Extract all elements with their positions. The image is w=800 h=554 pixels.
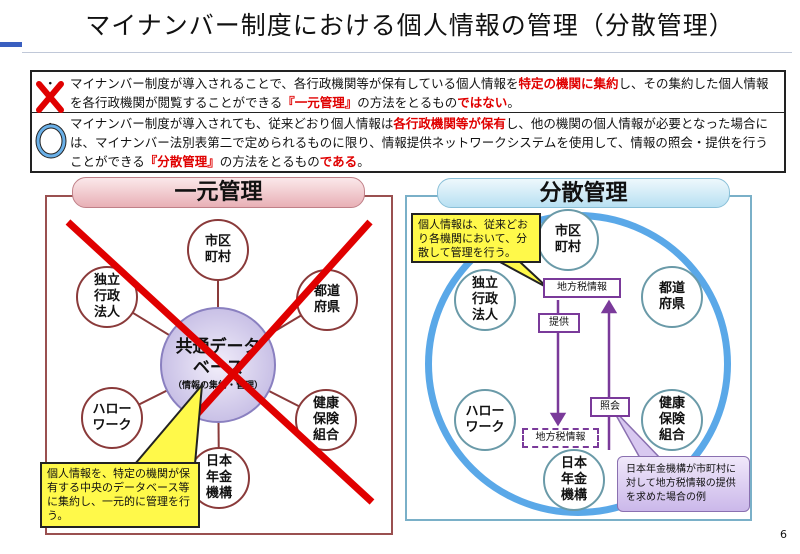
node-prefecture: 都道府県: [641, 266, 703, 328]
text: し、他の機関の個人情報が必要となった場合には、マイナンバー法別表第二で定められる…: [70, 116, 769, 169]
text: の方法をとるもの: [219, 154, 320, 169]
text: マイナンバー制度が導入されても、従来どおり個人情報は: [70, 116, 394, 131]
node-label: 独立 行政 法人: [93, 273, 120, 320]
provide-label-box: 提供: [538, 313, 580, 333]
text: 。: [357, 154, 370, 169]
node-pension-service: 日本 年金 機構: [543, 449, 605, 511]
node-label: 市区 町村: [554, 224, 581, 255]
title-accent-bar: [0, 42, 22, 47]
notes-box: ・ マイナンバー制度が導入されることで、各行政機関等が保有している個人情報を特定…: [30, 70, 786, 173]
emphasis: ではない: [457, 95, 508, 110]
node-independent-agency: 独立 行政 法人: [454, 269, 516, 331]
emphasis: 『分散管理』: [144, 154, 220, 169]
note-row-centralized: ・ マイナンバー制度が導入されることで、各行政機関等が保有している個人情報を特定…: [32, 72, 784, 113]
inquiry-label-box: 照会: [590, 397, 630, 417]
node-health-insurance: 健康 保険 組合: [641, 389, 703, 451]
local-tax-info-source-box: 地方税情報: [543, 278, 621, 298]
node-hello-work: ハロー ワーク: [81, 387, 143, 449]
emphasis: 各行政機関等が保有: [393, 116, 506, 131]
local-tax-info-copy-box: 地方税情報: [522, 428, 599, 448]
emphasis: 『一元管理』: [282, 95, 358, 110]
page-title: マイナンバー制度における個人情報の管理（分散管理）: [85, 11, 735, 40]
node-label: 都道府県: [658, 281, 685, 312]
node-label: 日本 年金 機構: [560, 456, 587, 503]
page-number: 6: [780, 528, 787, 541]
distributed-header: 分散管理: [437, 178, 730, 208]
node-label: 日本 年金 機構: [205, 454, 232, 501]
text: し、その集約した個人情報を各行政機関が閲覧することができる: [70, 76, 769, 110]
emphasis: である: [319, 154, 358, 169]
node-label: ハロー ワーク: [465, 404, 505, 435]
node-label: 健康 保険 組合: [312, 396, 339, 443]
text: 。: [507, 95, 520, 110]
text: マイナンバー制度が導入されることで、各行政機関等が保有している個人情報を: [70, 76, 519, 91]
centralized-header: 一元管理: [72, 177, 365, 208]
node-label: 都道府県: [313, 284, 340, 315]
node-municipality: 市区 町村: [187, 219, 249, 281]
distributed-callout: 個人情報は、従来どおり各機関において、分散して管理を行う。: [411, 213, 541, 263]
node-label: 市区 町村: [204, 234, 231, 265]
node-label: ハロー ワーク: [92, 402, 132, 433]
emphasis: 特定の機関に集約: [518, 76, 619, 91]
note-row-distributed: ・ マイナンバー制度が導入されても、従来どおり個人情報は各行政機関等が保有し、他…: [32, 113, 784, 171]
node-hello-work: ハロー ワーク: [454, 389, 516, 451]
cross-icon: [36, 81, 64, 113]
example-note: 日本年金機構が市町村に対して地方税情報の提供を求めた場合の例: [617, 456, 750, 512]
node-label: 健康 保険 組合: [658, 396, 685, 443]
text: の方法をとるもの: [357, 95, 458, 110]
node-label: 独立 行政 法人: [471, 276, 498, 323]
title-divider: [22, 52, 792, 53]
circle-icon: [35, 123, 67, 159]
bullet: ・: [44, 76, 57, 91]
centralized-callout: 個人情報を、特定の機関が保有する中央のデータベース等に集約し、一元的に管理を行う…: [40, 462, 200, 528]
